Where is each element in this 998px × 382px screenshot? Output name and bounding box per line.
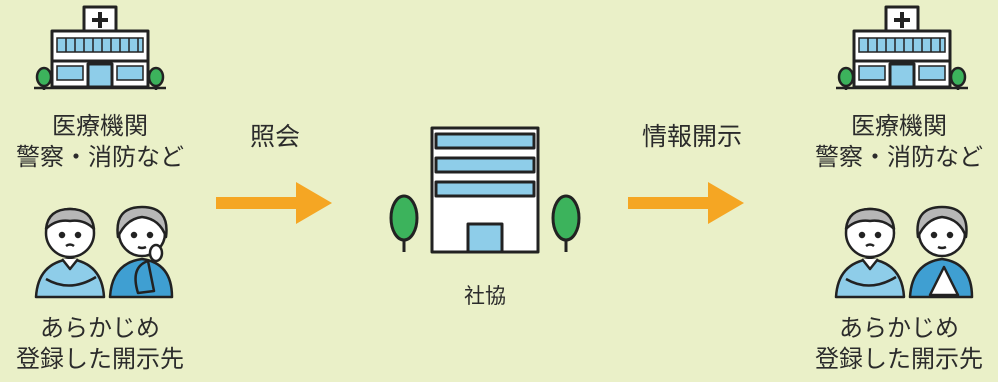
hospital-icon (34, 5, 166, 90)
left-people-line1: あらかじめ (40, 314, 160, 342)
center-label: 社協 (464, 284, 506, 308)
right-people-line2: 登録した開示先 (815, 345, 983, 373)
right-people-line1: あらかじめ (839, 314, 959, 342)
tree-icon (551, 194, 581, 252)
couple-icon (34, 205, 174, 299)
office-building-icon (389, 126, 581, 254)
couple-icon (834, 205, 974, 299)
right-institutions-line1: 医療機関 (851, 112, 947, 140)
left-institutions-line1: 医療機関 (52, 112, 148, 140)
right-institutions-line2: 警察・消防など (815, 143, 983, 171)
left-institutions-line2: 警察・消防など (16, 143, 184, 171)
arrow-right-label: 情報開示 (641, 122, 742, 151)
arrow-right-icon (216, 182, 332, 224)
left-people-line2: 登録した開示先 (16, 345, 184, 373)
arrow-left-label: 照会 (249, 122, 300, 151)
hospital-icon (836, 5, 968, 90)
tree-icon (389, 194, 419, 252)
arrow-right-icon (628, 182, 744, 224)
